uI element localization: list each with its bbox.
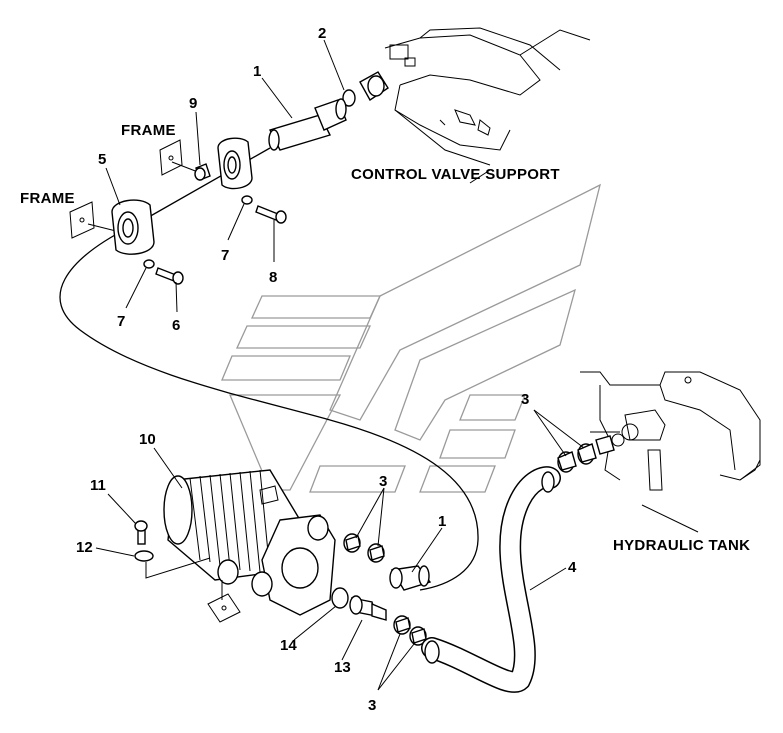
control-valve-support: [384, 27, 591, 166]
label-frame-left: FRAME: [20, 190, 75, 207]
adapter-fitting-1-low: [389, 565, 432, 591]
callout-6: 6: [172, 317, 180, 334]
o-ring-2: [342, 89, 356, 107]
spacer-9: [194, 163, 211, 181]
callout-4: 4: [568, 559, 577, 576]
bolt-11: [134, 520, 148, 545]
callout-8: 8: [269, 269, 277, 286]
callout-11: 11: [90, 477, 106, 494]
leader-lines: [95, 39, 699, 691]
label-frame-upper: FRAME: [121, 122, 176, 139]
o-ring-14: [331, 587, 349, 609]
grommet-clamp-5: [111, 199, 155, 255]
adapter-13: [349, 595, 387, 621]
callout-12: 12: [76, 539, 93, 556]
frame-bracket-upper: [159, 139, 183, 176]
hose-clamps-3-bottom: [393, 615, 427, 646]
bolt-8: [255, 205, 287, 224]
callout-14: 14: [280, 637, 297, 654]
washer-12: [134, 550, 154, 562]
hydraulic-pump-10: [163, 469, 336, 616]
callout-9: 9: [189, 95, 197, 112]
callout-3-top: 3: [521, 391, 529, 408]
hose-clamps-3-top: [557, 435, 615, 473]
pump-frame-bracket: [207, 580, 241, 623]
callout-7-lower: 7: [117, 313, 125, 330]
frame-bracket-left: [69, 201, 95, 239]
hydraulic-tank: [580, 371, 761, 491]
callout-2: 2: [318, 25, 326, 42]
washer-7-lower: [143, 259, 155, 269]
hose-clamps-3-mid: [343, 533, 385, 563]
bolt-6: [155, 267, 184, 285]
callout-3-bottom: 3: [368, 697, 376, 714]
callout-1-low: 1: [438, 513, 446, 530]
callout-1-top: 1: [253, 63, 261, 80]
hose-routing-line: [59, 147, 479, 591]
control-valve-fitting: [359, 71, 389, 102]
watermark-logo: [221, 183, 601, 493]
label-hydraulic-tank: HYDRAULIC TANK: [613, 537, 750, 554]
grommet-clamp-upper: [217, 137, 253, 190]
washer-7-upper: [241, 195, 253, 205]
callout-3-mid: 3: [379, 473, 387, 490]
callout-13: 13: [334, 659, 351, 676]
adapter-fitting-1-top: [268, 98, 347, 151]
callout-7-upper: 7: [221, 247, 229, 264]
callout-10: 10: [139, 431, 156, 448]
callout-5: 5: [98, 151, 106, 168]
label-control-valve-support: CONTROL VALVE SUPPORT: [351, 166, 560, 183]
